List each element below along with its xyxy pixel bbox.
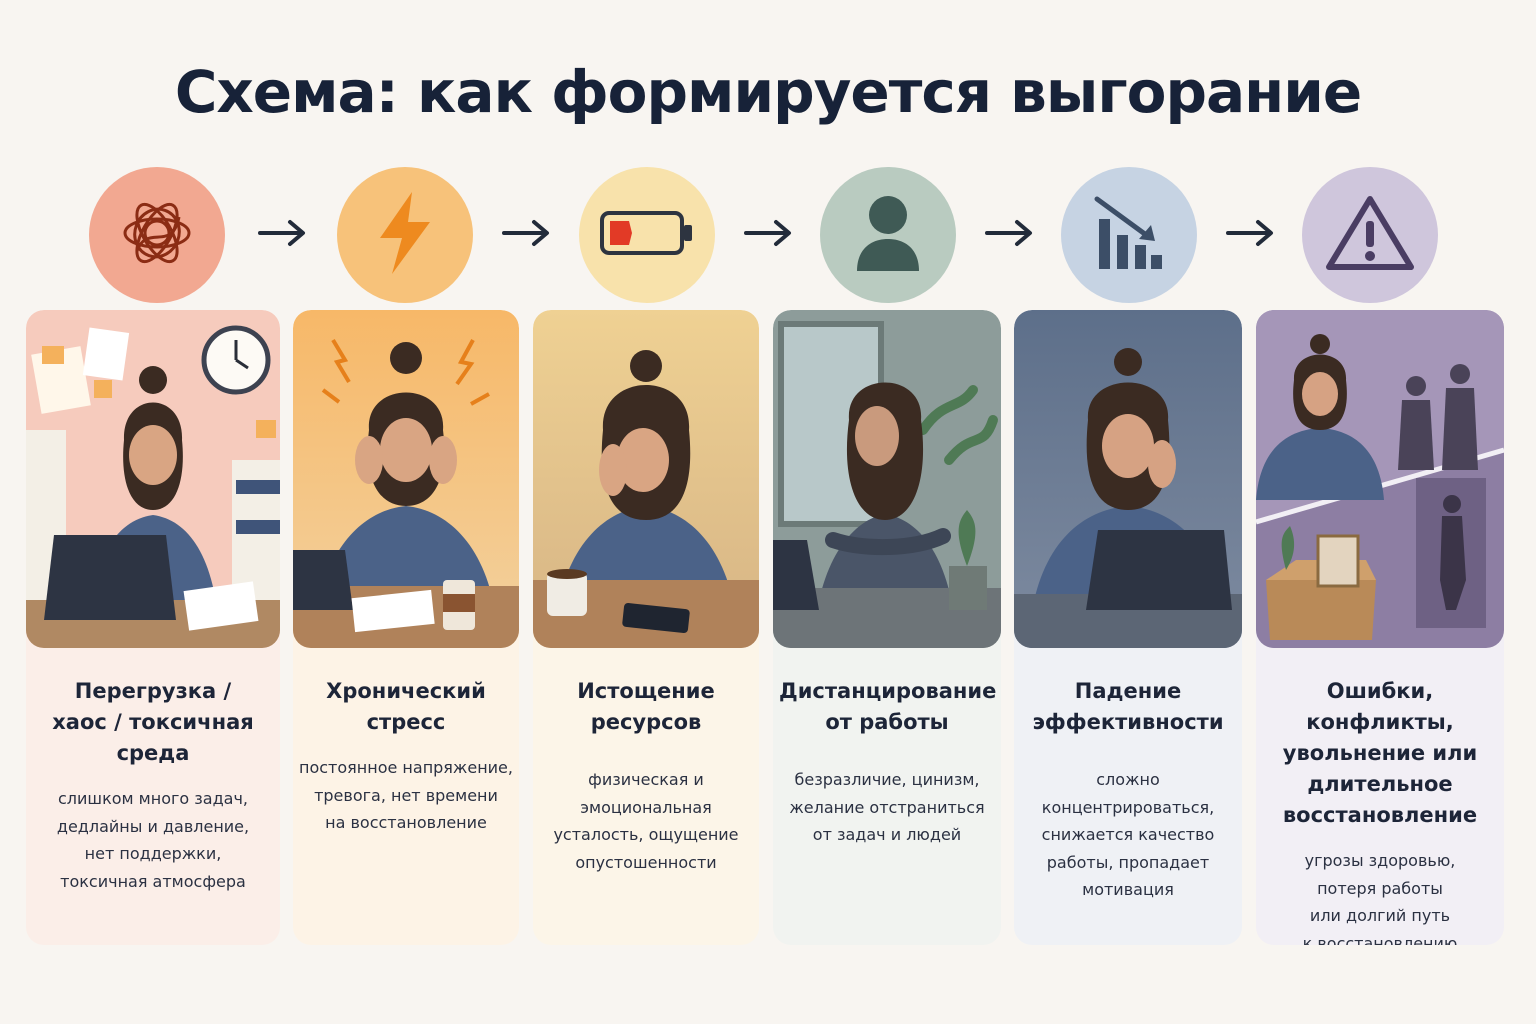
stage-card-1-text: Перегрузка / хаос / токсичная среда слиш… (26, 648, 280, 945)
stage-desc-line: слишком много задач, (58, 789, 248, 808)
stage-desc-line: от задач и людей (812, 825, 962, 844)
declining-chart-icon (1091, 193, 1167, 277)
exhaustion-illustration (533, 310, 759, 648)
stage-desc-line: тревога, нет времени (314, 785, 498, 805)
stage-card-6-text: Ошибки, конфликты, увольнение или длител… (1256, 648, 1504, 945)
stage-desc-line: сложно концентрироваться, (1041, 770, 1215, 817)
stage-card-5-text: Падение эффективности сложно концентриро… (1014, 648, 1242, 945)
stage-desc-line: безразличие, цинизм, (794, 770, 980, 789)
stage-title-line: стресс (366, 710, 446, 734)
stage-card-5: Падение эффективности сложно концентриро… (1014, 310, 1242, 945)
stage-title-line: Дистанцирование (779, 679, 997, 703)
stage-title-line: восстановление (1282, 803, 1478, 827)
low-battery-icon (599, 208, 695, 262)
declining-performance-illustration (1014, 310, 1242, 648)
stage-desc-line: потеря работы (1317, 878, 1443, 898)
stage-desc-line: физическая и (588, 770, 704, 789)
stage-title: Перегрузка / хаос / токсичная среда (32, 676, 274, 769)
stage-title-line: Падение (1074, 679, 1182, 703)
stage-card-2-text: Хронический стресс постоянное напряжение… (293, 648, 519, 945)
stage-card-2: Хронический стресс постоянное напряжение… (293, 310, 519, 945)
stage-3-circle (579, 167, 715, 303)
stage-card-3: Истощение ресурсов физическая и эмоциона… (533, 310, 759, 945)
stress-illustration (293, 310, 519, 648)
stage-icon-row (0, 165, 1536, 305)
stage-title: Хронический стресс (299, 676, 513, 738)
stage-desc-line: угрозы здоровью, (1304, 851, 1456, 870)
warning-icon (1325, 193, 1415, 277)
stage-desc-line: работы, пропадает (1046, 852, 1210, 872)
stage-description: постоянное напряжение, тревога, нет врем… (299, 754, 513, 837)
stage-card-4: Дистанцирование от работы безразличие, ц… (773, 310, 1001, 945)
tangle-icon (117, 193, 197, 277)
stage-desc-line: желание отстраниться (789, 797, 985, 817)
stage-desc-line: эмоциональная (580, 797, 712, 817)
stage-title-line: от работы (825, 710, 949, 734)
stage-card-3-text: Истощение ресурсов физическая и эмоциона… (533, 648, 759, 945)
stage-title-line: ресурсов (590, 710, 702, 734)
stage-desc-line: к восстановлению (1302, 933, 1458, 946)
stage-2-circle (337, 167, 473, 303)
stage-card-6: Ошибки, конфликты, увольнение или длител… (1256, 310, 1504, 945)
detachment-illustration (773, 310, 1001, 648)
stage-description: сложно концентрироваться, снижается каче… (1020, 766, 1236, 904)
stage-desc-line: на восстановление (325, 813, 487, 832)
stage-title-line: Перегрузка / (74, 679, 232, 703)
stage-title-line: хаос / токсичная (52, 710, 254, 734)
stage-card-1: Перегрузка / хаос / токсичная среда слиш… (26, 310, 280, 945)
stage-desc-line: снижается качество (1041, 825, 1215, 844)
stage-title-line: Ошибки, конфликты, (1306, 679, 1454, 734)
stage-title-line: эффективности (1032, 710, 1224, 734)
stage-description: безразличие, цинизм, желание отстранитьс… (779, 766, 995, 849)
stage-title: Дистанцирование от работы (779, 676, 997, 738)
stage-desc-line: опустошенности (575, 852, 717, 872)
stage-title-line: Истощение (577, 679, 715, 703)
stage-description: угрозы здоровью, потеря работы или долги… (1262, 847, 1498, 945)
stage-title-line: увольнение или (1282, 741, 1478, 765)
arrow-5-icon (1224, 215, 1276, 251)
stage-4-circle (820, 167, 956, 303)
stage-card-4-text: Дистанцирование от работы безразличие, ц… (773, 648, 1001, 945)
stage-title: Ошибки, конфликты, увольнение или длител… (1262, 676, 1498, 831)
stage-1-circle (89, 167, 225, 303)
stage-desc-line: нет поддержки, (84, 844, 222, 863)
lightning-icon (370, 190, 440, 280)
stage-title: Падение эффективности (1020, 676, 1236, 738)
consequences-illustration (1256, 310, 1504, 648)
person-icon (853, 193, 923, 277)
stage-desc-line: усталость, ощущение (553, 825, 739, 844)
page-title: Схема: как формируется выгорание (174, 58, 1362, 126)
stage-desc-line: мотивация (1082, 880, 1174, 899)
stage-desc-line: дедлайны и давление, (56, 816, 250, 836)
stage-desc-line: токсичная атмосфера (60, 871, 246, 891)
stage-title-line: длительное (1307, 772, 1453, 796)
arrow-1-icon (256, 215, 308, 251)
stage-6-circle (1302, 167, 1438, 303)
stage-title-line: Хронический (326, 679, 486, 703)
stage-description: физическая и эмоциональная усталость, ощ… (539, 766, 753, 876)
stage-description: слишком много задач, дедлайны и давление… (32, 785, 274, 895)
stage-desc-line: или долгий путь (1309, 906, 1451, 925)
arrow-2-icon (500, 215, 552, 251)
arrow-4-icon (983, 215, 1035, 251)
overload-illustration (26, 310, 280, 648)
stage-desc-line: постоянное напряжение, (299, 758, 513, 777)
arrow-3-icon (742, 215, 794, 251)
stage-5-circle (1061, 167, 1197, 303)
stage-title-line: среда (116, 741, 190, 765)
stage-title: Истощение ресурсов (539, 676, 753, 738)
